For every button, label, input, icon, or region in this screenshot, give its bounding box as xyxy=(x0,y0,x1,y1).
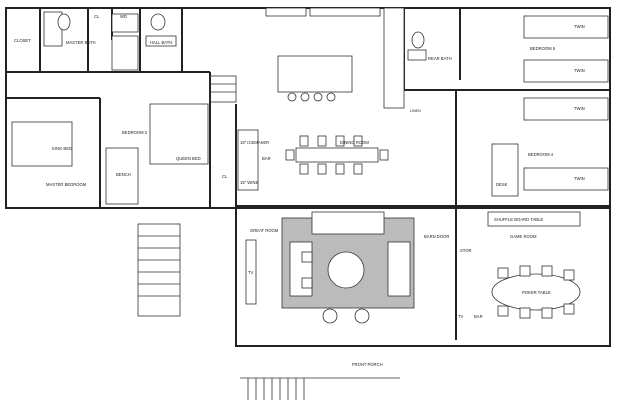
barn-door-label: BARN DOOR xyxy=(424,234,449,239)
bedroom2-label: BEDROOM 2 xyxy=(122,130,148,135)
porch-steps xyxy=(240,377,400,400)
game-room-label: GAME ROOM xyxy=(510,234,537,239)
game-tv-label: TV xyxy=(458,314,464,319)
bedroom5-label: BEDROOM 5 xyxy=(530,46,556,51)
tv-label: TV xyxy=(248,270,254,275)
shuffle-board-label: SHUFFLE BOARD TABLE xyxy=(494,217,543,222)
poker-table-label: POKER TABLE xyxy=(522,290,551,295)
bench-label: BENCH xyxy=(116,172,131,177)
twin-label-1: TWIN xyxy=(574,24,585,29)
game-bar-label: BAR xyxy=(474,314,483,319)
closet-label: CLOSET xyxy=(14,38,31,43)
twin-label-4: TWIN xyxy=(574,176,585,181)
bath-fixtures xyxy=(43,11,427,71)
stairs xyxy=(137,75,237,317)
linen-label: LINEN xyxy=(410,109,421,113)
icemaker-label: 15" ICEMAKER xyxy=(240,140,269,145)
master-bedroom-label: MASTER BEDROOM xyxy=(46,182,87,187)
great-room-seating xyxy=(245,211,415,324)
stor-label: STOR xyxy=(460,248,472,253)
hall-bath-label: HALL BATH xyxy=(150,40,172,45)
game-room-furniture xyxy=(487,211,581,319)
front-porch-label: FRONT PORCH xyxy=(352,362,383,367)
bedroom4-label: BEDROOM 4 xyxy=(528,152,554,157)
bar-label: BAR xyxy=(262,156,271,161)
wd-label: WD xyxy=(120,14,127,19)
king-bed-label: KING BED xyxy=(52,146,72,151)
wine-label: 15" WINE xyxy=(240,180,258,185)
closet-label-top: CL xyxy=(94,14,100,19)
dining-table xyxy=(285,135,389,175)
desk-label: DESK xyxy=(496,182,508,187)
closet-label-mid: CL xyxy=(222,174,228,179)
dining-room-label: DINING ROOM xyxy=(340,140,369,145)
great-room-label: GREAT ROOM xyxy=(250,228,279,233)
queen-bed-label: QUEEN BED xyxy=(176,156,201,161)
master-bath-label: MASTER BATH xyxy=(66,40,95,45)
twin-label-2: TWIN xyxy=(574,68,585,73)
kitchen xyxy=(237,7,405,191)
twin-label-3: TWIN xyxy=(574,106,585,111)
bedroom-furniture xyxy=(11,15,609,205)
rear-bath-label: REAR BATH xyxy=(428,56,452,61)
